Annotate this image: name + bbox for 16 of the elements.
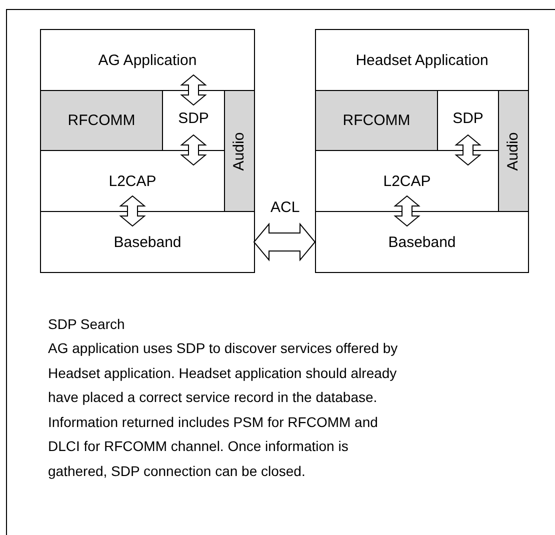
- protocol-layer-box: Baseband: [315, 211, 529, 273]
- audio-layer-box: Audio: [498, 90, 529, 212]
- protocol-layer-box: RFCOMM: [40, 90, 163, 151]
- label-heading: SDP Search: [48, 315, 126, 334]
- double-arrow: [119, 195, 146, 227]
- application-layer-box: Headset Application: [315, 29, 529, 91]
- protocol-layer-box: RFCOMM: [315, 90, 438, 151]
- double-arrow: [180, 74, 207, 106]
- protocol-layer-box: Baseband: [40, 211, 255, 273]
- double-arrow: [253, 222, 316, 262]
- audio-layer-box: Audio: [224, 90, 255, 212]
- description-text: AG application uses SDP to discover services offered by Headset application. Headset application should already have placed a correct service record in the database. Information returned includes PSM for RFCOMM and DLCI for RFCOMM channel. Once information is gathered, SDP connection can be closed.: [48, 339, 399, 481]
- application-layer-box: AG Application: [40, 29, 255, 91]
- double-arrow: [454, 134, 482, 166]
- double-arrow: [180, 134, 207, 166]
- double-arrow: [394, 195, 420, 227]
